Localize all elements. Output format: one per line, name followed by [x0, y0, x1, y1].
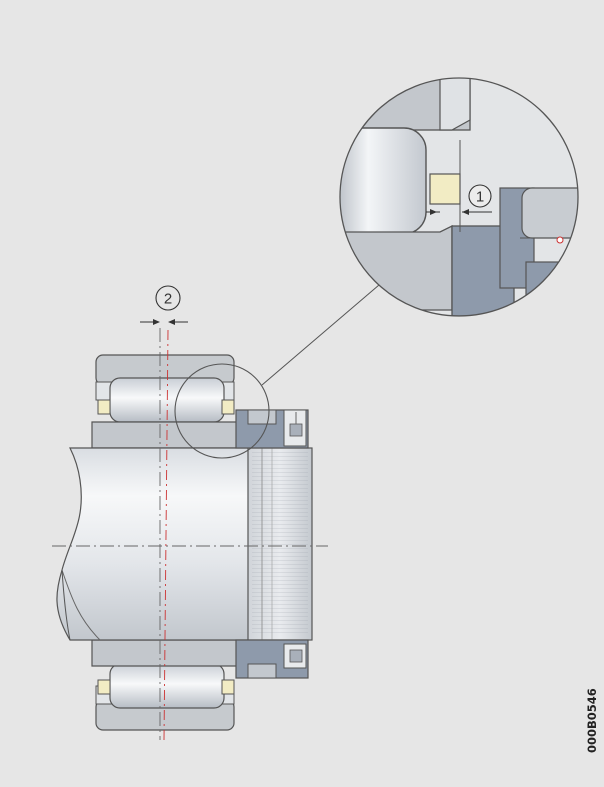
- offset-centerline: [163, 329, 169, 741]
- lock-nut-bottom: [235, 639, 309, 679]
- roller-bottom: [109, 663, 225, 709]
- inner-ring-top: [91, 421, 249, 449]
- cage-bottom-left: [97, 679, 111, 695]
- cage-top-right: [221, 399, 235, 415]
- lock-nut-top: [235, 409, 309, 449]
- detail-view: [339, 77, 579, 317]
- detail-view-border: [339, 77, 579, 317]
- detail-leader-line: [261, 284, 380, 386]
- dimension-2: 2: [140, 285, 188, 325]
- bearing-assembly: [52, 328, 328, 741]
- callout-1-label: 1: [476, 189, 484, 206]
- thread-section: [247, 447, 313, 641]
- shaft: [56, 447, 251, 641]
- callout-1-circle: [468, 184, 492, 208]
- inner-ring-bottom: [91, 639, 249, 667]
- detail-marker-circle: [174, 363, 270, 459]
- callout-2-circle: [155, 285, 181, 311]
- cage-bottom-right: [221, 679, 235, 695]
- cage-top-left: [97, 399, 111, 415]
- callout-2-label: 2: [164, 291, 172, 308]
- figure-id-label: 000B0546: [585, 688, 599, 753]
- dimension-1: 1: [426, 184, 492, 215]
